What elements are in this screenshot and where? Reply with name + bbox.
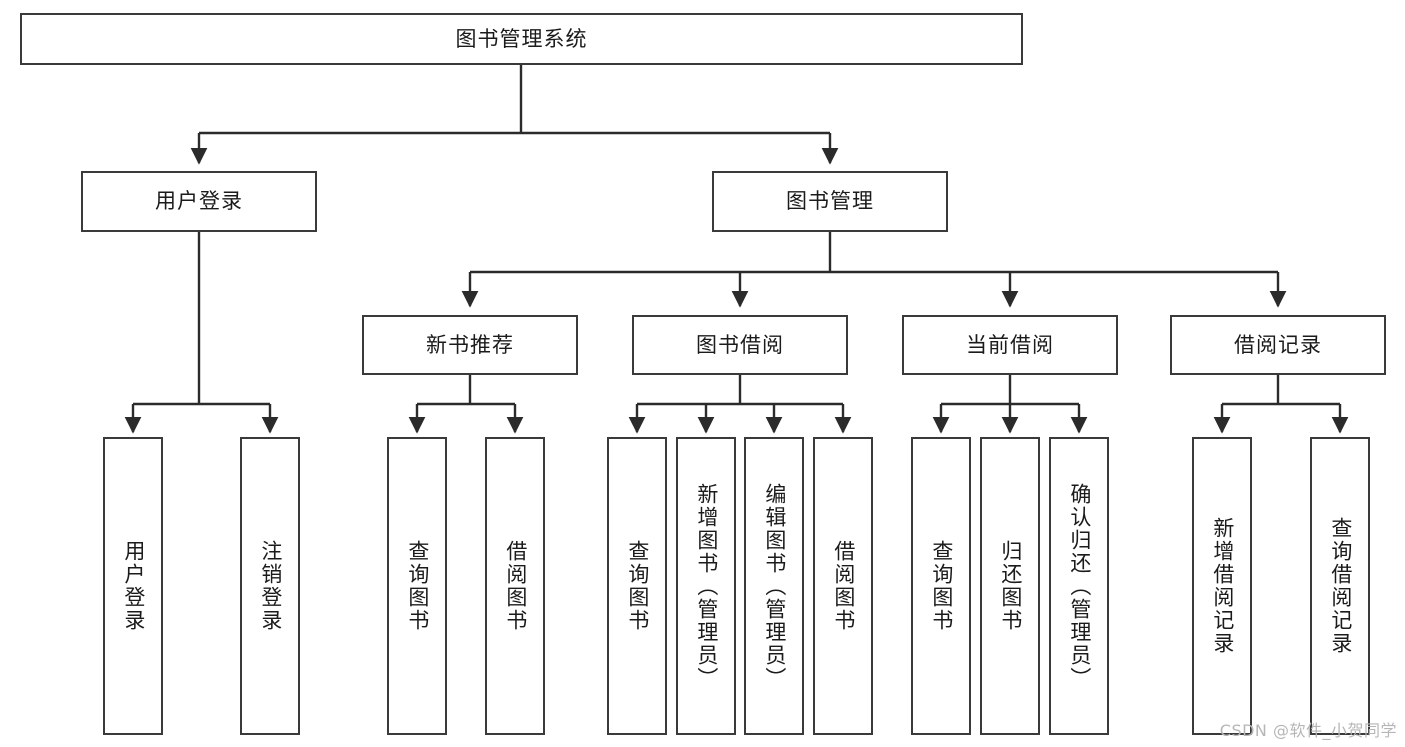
node-current-borrow-label: 当前借阅 <box>966 332 1054 357</box>
leaf-logout[interactable]: 注销登录 <box>240 437 300 735</box>
leaf-query-borrow-record[interactable]: 查询借阅记录 <box>1310 437 1370 735</box>
node-book-management-label: 图书管理 <box>786 189 874 214</box>
leaf-edit-book-admin-label: 编辑图书（管理员） <box>762 482 787 690</box>
leaf-query-borrow-record-label: 查询借阅记录 <box>1328 517 1353 655</box>
node-user-login-label: 用户登录 <box>155 189 243 214</box>
leaf-logout-label: 注销登录 <box>258 540 283 632</box>
leaf-return-book-label: 归还图书 <box>998 540 1023 632</box>
leaf-add-borrow-record[interactable]: 新增借阅记录 <box>1192 437 1252 735</box>
leaf-user-login[interactable]: 用户登录 <box>103 437 163 735</box>
leaf-user-login-label: 用户登录 <box>121 540 146 632</box>
leaf-query-book-current[interactable]: 查询图书 <box>911 437 971 735</box>
node-root[interactable]: 图书管理系统 <box>20 13 1023 65</box>
leaf-query-book-borrow[interactable]: 查询图书 <box>607 437 667 735</box>
leaf-borrow-book-label: 借阅图书 <box>831 540 856 632</box>
node-new-book-recommend[interactable]: 新书推荐 <box>362 315 578 375</box>
leaf-confirm-return-admin-label: 确认归还（管理员） <box>1067 482 1092 690</box>
leaf-query-book-borrow-label: 查询图书 <box>625 540 650 632</box>
node-book-borrow-label: 图书借阅 <box>696 332 784 357</box>
leaf-add-book-admin[interactable]: 新增图书（管理员） <box>676 437 736 735</box>
leaf-borrow-book-recommend[interactable]: 借阅图书 <box>485 437 545 735</box>
leaf-query-book-recommend-label: 查询图书 <box>405 540 430 632</box>
leaf-add-book-admin-label: 新增图书（管理员） <box>694 482 719 690</box>
leaf-query-book-recommend[interactable]: 查询图书 <box>387 437 447 735</box>
watermark-text: CSDN @软件_小贺同学 <box>1219 721 1397 740</box>
leaf-return-book[interactable]: 归还图书 <box>980 437 1040 735</box>
node-user-login[interactable]: 用户登录 <box>81 171 317 232</box>
leaf-edit-book-admin[interactable]: 编辑图书（管理员） <box>744 437 804 735</box>
node-borrow-records[interactable]: 借阅记录 <box>1170 315 1386 375</box>
node-root-label: 图书管理系统 <box>455 26 588 51</box>
leaf-confirm-return-admin[interactable]: 确认归还（管理员） <box>1049 437 1109 735</box>
node-current-borrow[interactable]: 当前借阅 <box>902 315 1118 375</box>
leaf-borrow-book[interactable]: 借阅图书 <box>813 437 873 735</box>
leaf-add-borrow-record-label: 新增借阅记录 <box>1210 517 1235 655</box>
node-new-book-recommend-label: 新书推荐 <box>426 332 514 357</box>
node-borrow-records-label: 借阅记录 <box>1234 332 1322 357</box>
leaf-query-book-current-label: 查询图书 <box>929 540 954 632</box>
node-book-borrow[interactable]: 图书借阅 <box>632 315 848 375</box>
node-book-management[interactable]: 图书管理 <box>712 171 948 232</box>
leaf-borrow-book-recommend-label: 借阅图书 <box>503 540 528 632</box>
